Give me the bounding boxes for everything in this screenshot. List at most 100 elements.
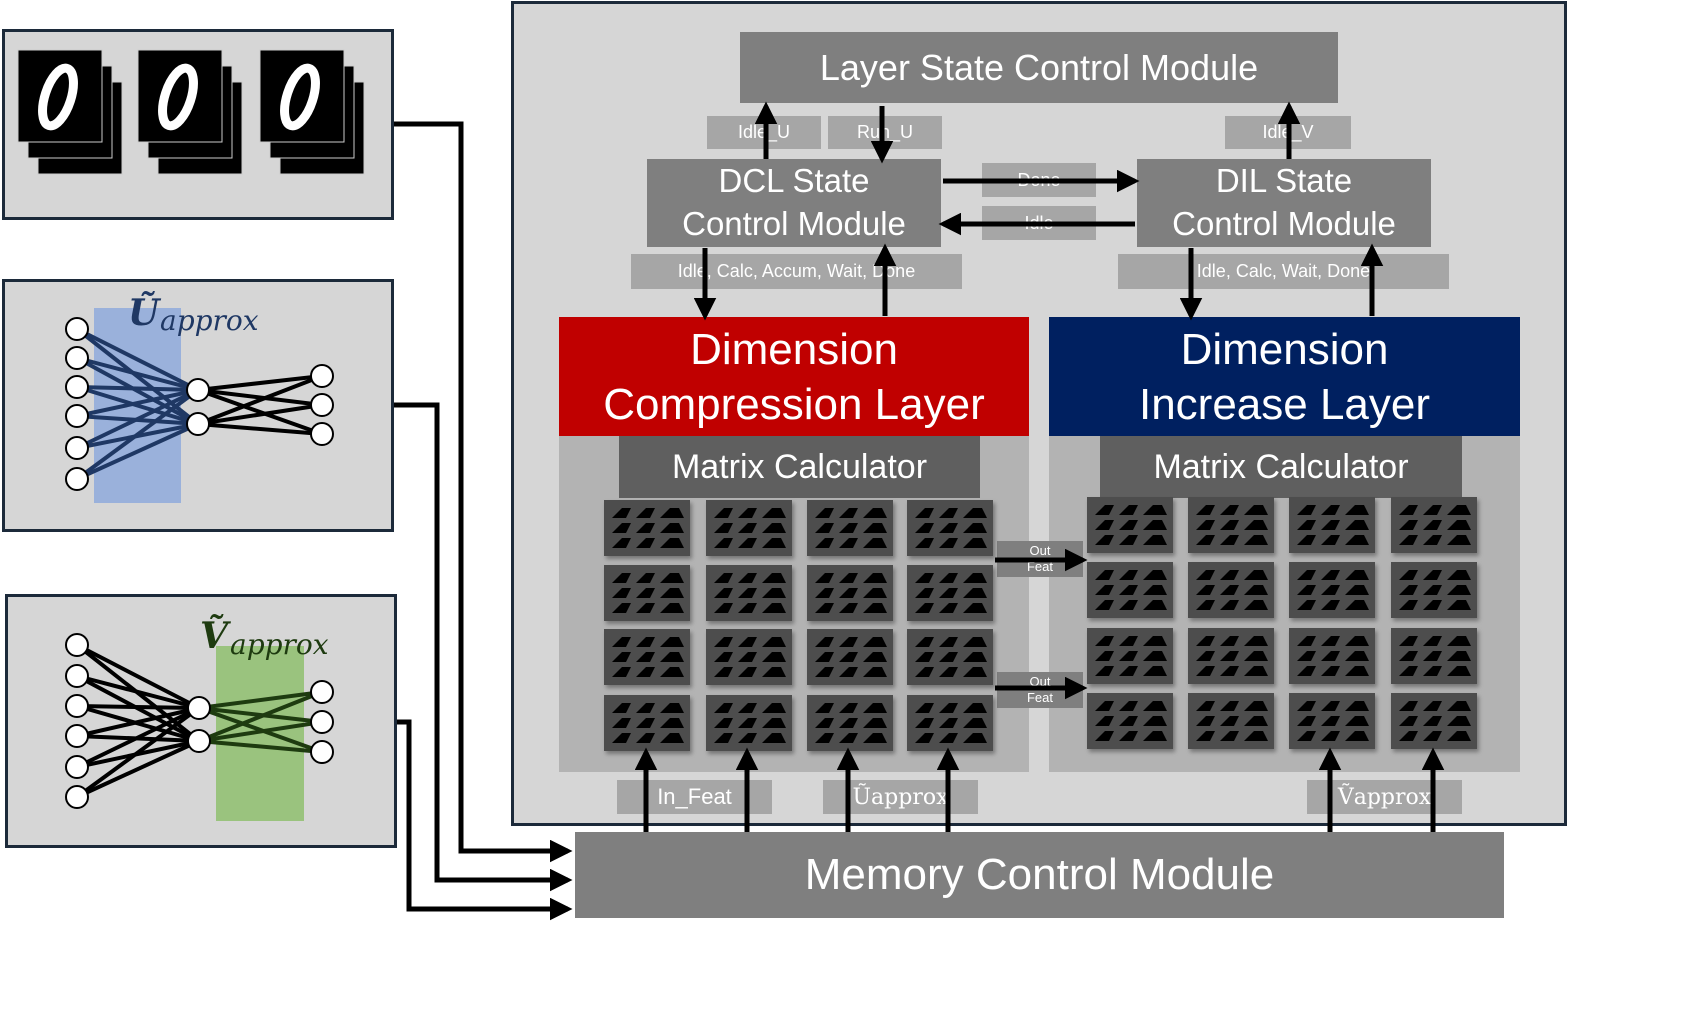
- v-approx-subscript: approx: [230, 628, 329, 661]
- neuron-node: [65, 317, 89, 341]
- edge: [76, 706, 200, 769]
- u-approx-title: Ũ: [128, 292, 162, 334]
- neuron-node: [310, 740, 334, 764]
- dimension-compression-layer: Dimension Compression Layer: [559, 317, 1029, 436]
- network-edges: [75, 643, 323, 799]
- processing-element: [1087, 562, 1173, 618]
- neuron-node: [65, 664, 89, 688]
- v-approx-bus-label: Ṽapprox: [1307, 780, 1462, 814]
- edge: [197, 422, 323, 436]
- processing-element: [1289, 693, 1375, 749]
- digit-frame: [17, 49, 103, 143]
- neuron-node: [65, 467, 89, 491]
- signal-arrow: [394, 402, 573, 892]
- neuron-node: [65, 694, 89, 718]
- edge: [198, 690, 323, 710]
- processing-element: [604, 629, 690, 685]
- edge: [76, 327, 199, 392]
- signal-run-u: Run_U: [828, 116, 942, 149]
- u-approx-network: [65, 317, 334, 491]
- processing-element: [907, 500, 993, 556]
- mnist-digit-stacks: [17, 49, 365, 175]
- edge: [75, 327, 200, 426]
- processing-element: [1391, 497, 1477, 553]
- processing-element: [1087, 693, 1173, 749]
- processing-element: [807, 695, 893, 751]
- neuron-node: [310, 364, 334, 388]
- neuron-node: [187, 696, 211, 720]
- processing-element: [1391, 693, 1477, 749]
- processing-element: [907, 565, 993, 621]
- edge: [197, 403, 323, 426]
- matrix-calculator-left: Matrix Calculator: [619, 436, 980, 498]
- edge: [75, 388, 200, 481]
- processing-element: [1188, 693, 1274, 749]
- dil-state-list: Idle, Calc, Wait, Done: [1118, 254, 1449, 289]
- edge: [76, 704, 200, 710]
- memory-control-module: Memory Control Module: [575, 832, 1504, 918]
- v-approx-title: Ṽ: [200, 615, 231, 657]
- neuron-node: [65, 346, 89, 370]
- processing-element: [1087, 628, 1173, 684]
- digit-stack-1: [17, 49, 123, 175]
- neuron-node: [65, 633, 89, 657]
- u-approx-subscript: approx: [160, 304, 259, 337]
- edge: [76, 643, 200, 710]
- processing-element: [1289, 628, 1375, 684]
- processing-element: [1087, 497, 1173, 553]
- edge: [198, 720, 323, 743]
- dcl-state-list: Idle, Calc, Accum, Wait, Done: [631, 254, 962, 289]
- pe-array-right: [1087, 497, 1477, 749]
- edge: [198, 690, 323, 743]
- signal-arrow: [397, 719, 573, 921]
- signal-arrow: [394, 121, 573, 863]
- pe-array-left: [604, 500, 993, 751]
- processing-element: [907, 695, 993, 751]
- edge: [198, 739, 323, 754]
- processing-element: [1188, 628, 1274, 684]
- edge: [76, 422, 199, 481]
- processing-element: [1188, 497, 1274, 553]
- processing-element: [706, 500, 792, 556]
- v-approx-network: [65, 633, 334, 809]
- digit-frame: [259, 49, 345, 143]
- edge: [197, 388, 323, 436]
- neuron-node: [310, 422, 334, 446]
- processing-element: [604, 500, 690, 556]
- digit-stack-3: [259, 49, 365, 175]
- edge: [75, 706, 201, 799]
- neuron-node: [65, 436, 89, 460]
- processing-element: [1289, 562, 1375, 618]
- processing-element: [1391, 562, 1477, 618]
- digit-stack-2: [137, 49, 243, 175]
- edge: [76, 385, 199, 426]
- edge: [76, 356, 199, 392]
- neuron-node: [186, 378, 210, 402]
- dcl-state-control-module: DCL State Control Module: [647, 159, 941, 247]
- edge: [197, 388, 323, 407]
- neuron-node: [65, 404, 89, 428]
- processing-element: [706, 695, 792, 751]
- processing-element: [706, 565, 792, 621]
- processing-element: [807, 565, 893, 621]
- digit-zero: [280, 63, 320, 131]
- network-edges: [75, 327, 323, 481]
- processing-element: [807, 500, 893, 556]
- processing-element: [907, 629, 993, 685]
- signal-arrows: [394, 101, 1445, 921]
- processing-element: [706, 629, 792, 685]
- edge: [76, 388, 199, 450]
- neuron-node: [65, 785, 89, 809]
- layer-state-control-module: Layer State Control Module: [740, 32, 1338, 103]
- edge: [76, 706, 200, 738]
- neuron-node: [65, 755, 89, 779]
- edge: [76, 674, 200, 710]
- dimension-increase-layer: Dimension Increase Layer: [1049, 317, 1520, 436]
- neuron-node: [310, 710, 334, 734]
- dil-state-control-module: DIL State Control Module: [1137, 159, 1431, 247]
- edge: [76, 388, 199, 418]
- neuron-node: [310, 680, 334, 704]
- neuron-node: [65, 724, 89, 748]
- processing-element: [604, 695, 690, 751]
